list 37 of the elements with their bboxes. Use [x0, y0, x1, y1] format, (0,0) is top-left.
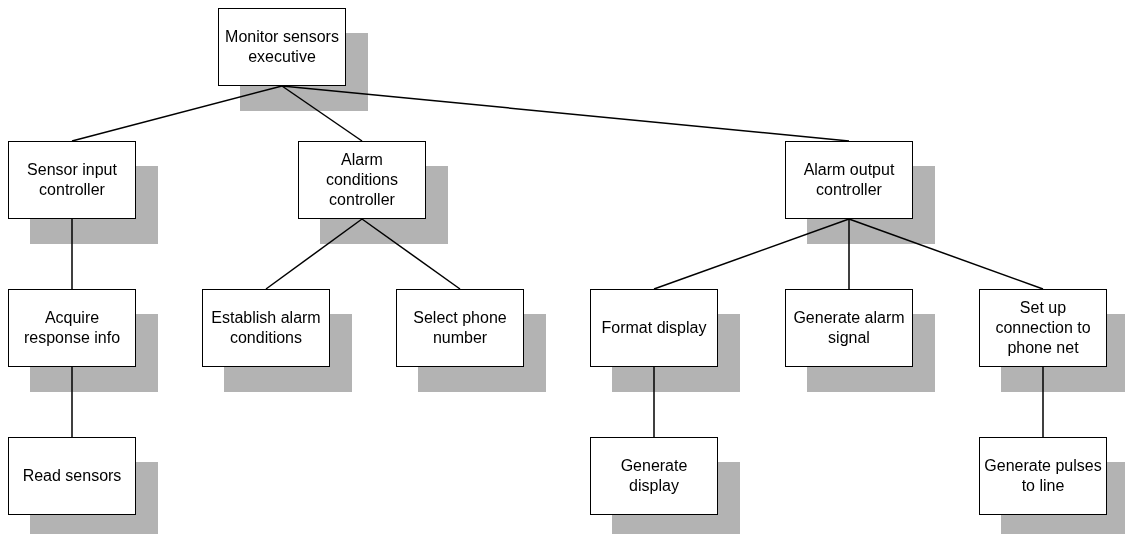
connector-line — [848, 218, 850, 290]
process-box — [785, 141, 913, 219]
box-label: Acquire response info — [22, 308, 122, 348]
connector-line — [281, 85, 363, 142]
process-box — [785, 289, 913, 367]
box-label: Generate pulses to line — [984, 456, 1102, 496]
process-box — [979, 437, 1107, 515]
process-box — [979, 289, 1107, 367]
process-box — [8, 141, 136, 219]
box-label: Set up connection to phone net — [994, 298, 1092, 358]
box-label: Generate alarm signal — [792, 308, 906, 348]
box-label: Generate display — [619, 456, 689, 496]
connector-line — [71, 218, 73, 290]
connector-line — [361, 218, 461, 290]
process-box — [590, 289, 718, 367]
connector-line — [265, 218, 363, 290]
box-label: Sensor input controller — [26, 160, 118, 200]
connector-line — [653, 218, 850, 290]
process-box — [202, 289, 330, 367]
connector-line — [848, 218, 1044, 290]
process-box — [8, 289, 136, 367]
connector-line — [71, 85, 283, 142]
process-box — [8, 437, 136, 515]
process-box — [590, 437, 718, 515]
connector-line — [653, 366, 655, 438]
connector-line — [71, 366, 73, 438]
box-label: Alarm conditions controller — [324, 150, 399, 210]
box-label: Establish alarm conditions — [210, 308, 322, 348]
box-label: Monitor sensors executive — [224, 27, 340, 67]
box-label: Alarm output controller — [802, 160, 896, 200]
process-box — [218, 8, 346, 86]
connector-line — [1042, 366, 1044, 438]
box-label: Format display — [601, 318, 707, 338]
box-label: Read sensors — [22, 466, 122, 486]
process-box — [298, 141, 426, 219]
box-label: Select phone number — [412, 308, 508, 348]
process-box — [396, 289, 524, 367]
